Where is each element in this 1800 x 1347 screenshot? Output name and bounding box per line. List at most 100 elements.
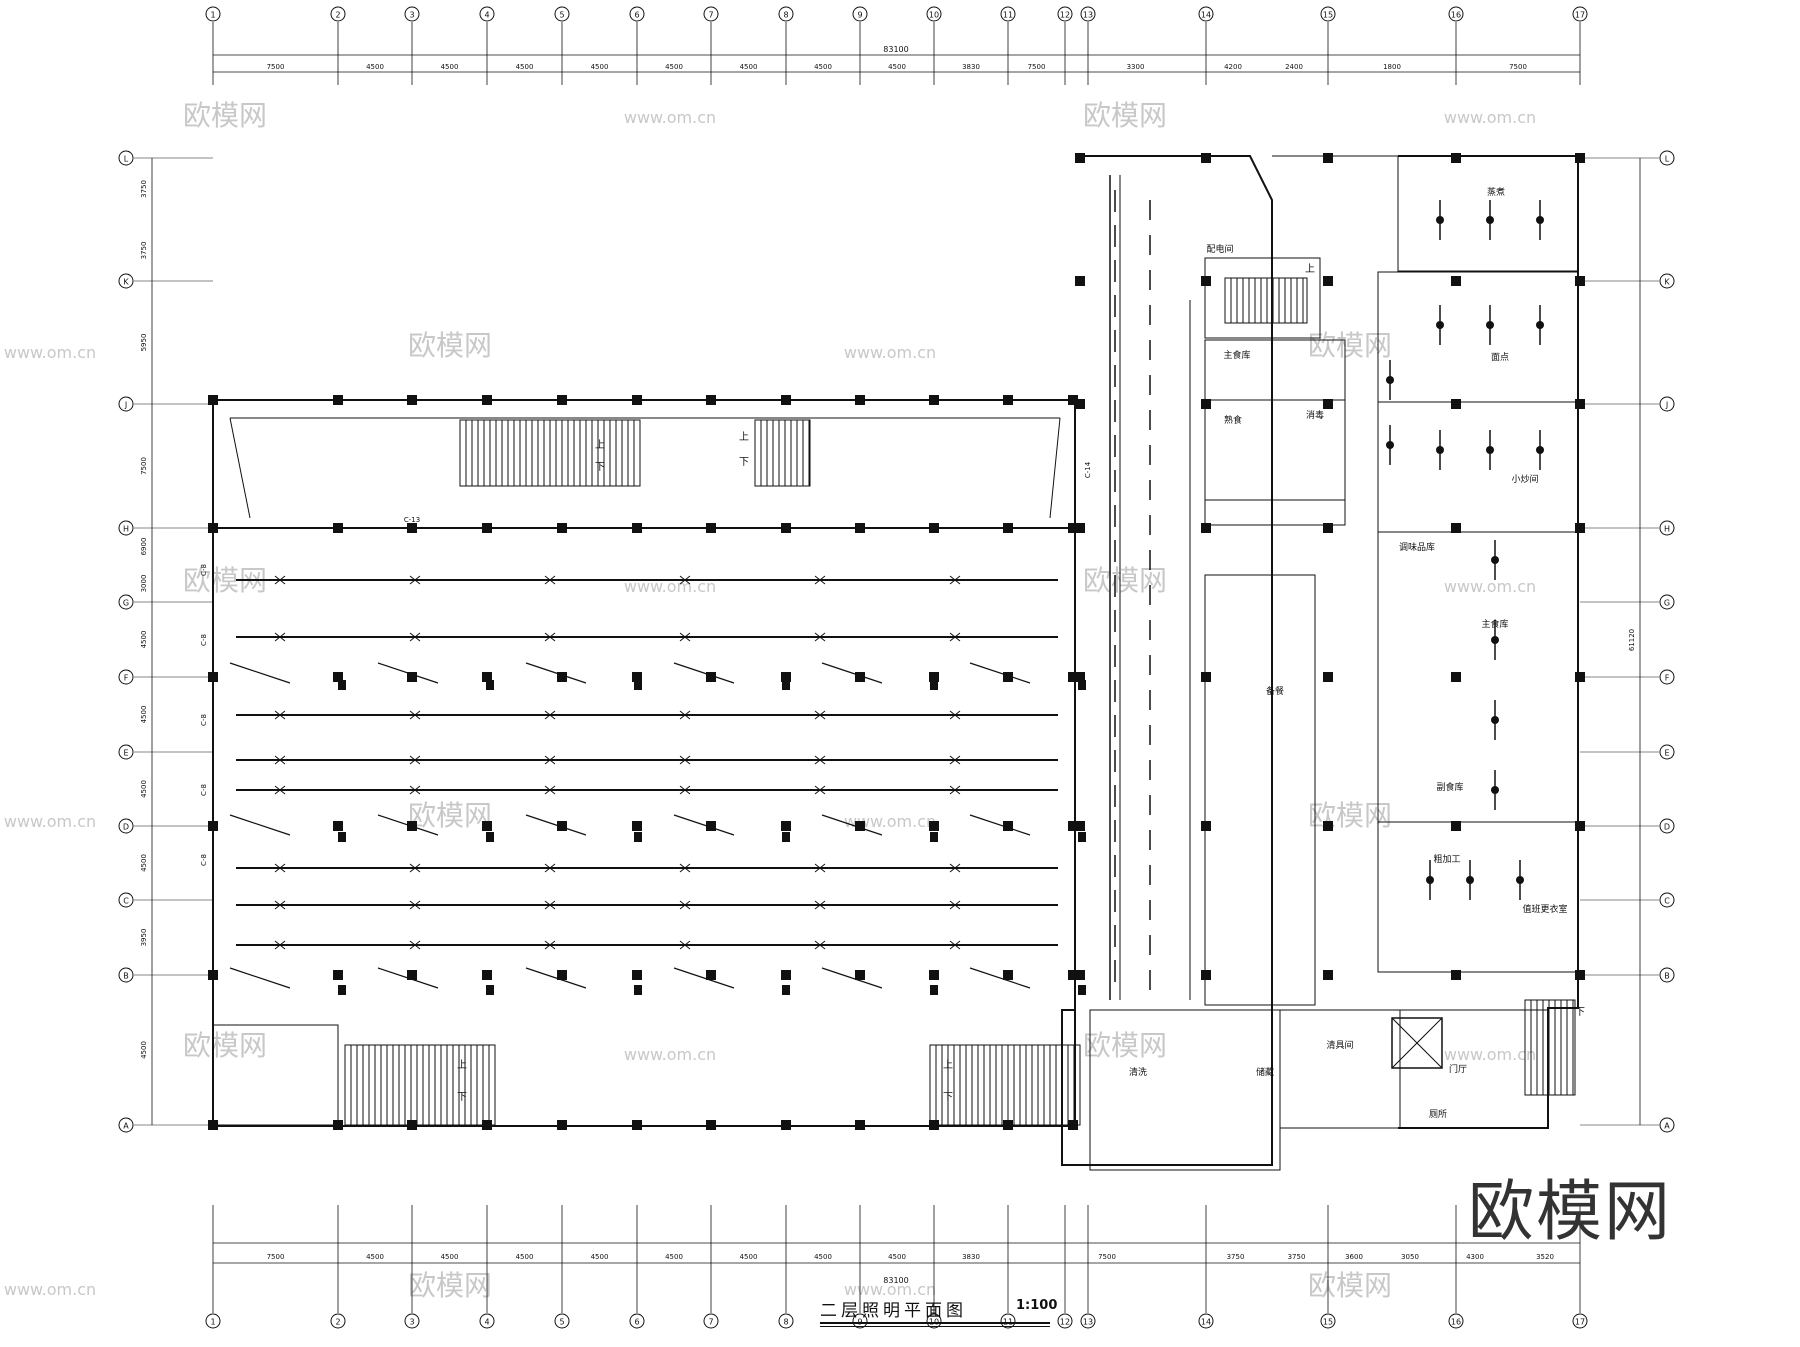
light-fixture xyxy=(949,755,961,765)
room-label-12: 值班更衣室 xyxy=(1522,903,1567,915)
column xyxy=(1575,399,1585,409)
light-fixture xyxy=(949,900,961,910)
column xyxy=(1003,970,1013,980)
dim-top-5: 4500 xyxy=(665,63,683,71)
grid-label-16: 16 xyxy=(1451,1318,1461,1327)
column xyxy=(706,821,716,831)
light-fixture xyxy=(544,710,556,720)
grid-bubble-top-17 xyxy=(1572,6,1588,22)
light-switch xyxy=(782,985,790,995)
dim-left-9: 4500 xyxy=(140,854,148,872)
grid-bubble-bottom-14 xyxy=(1198,1313,1214,1329)
grid-bubble-left-K xyxy=(118,273,134,289)
dim-top-11: 3300 xyxy=(1127,63,1145,71)
column xyxy=(482,821,492,831)
grid-bubble-bottom-3 xyxy=(404,1313,420,1329)
grid-label-5: 5 xyxy=(559,1318,564,1327)
column xyxy=(781,395,791,405)
dim-top-15: 7500 xyxy=(1509,63,1527,71)
column xyxy=(407,1120,417,1130)
grid-label-D: D xyxy=(123,823,129,832)
grid-bubble-left-F xyxy=(118,669,134,685)
watermark-url: www.om.cn xyxy=(624,108,716,127)
grid-bubble-top-9 xyxy=(852,6,868,22)
column xyxy=(407,523,417,533)
room-label-8: 备餐 xyxy=(1266,685,1284,697)
room-label-6: 小炒间 xyxy=(1511,473,1538,485)
grid-bubble-top-2 xyxy=(330,6,346,22)
dim-left-7: 4500 xyxy=(140,706,148,724)
light-lead xyxy=(821,967,883,989)
text-labels: 上下上下上下上下上下C-13C-14C-8C-8C-8C-8C-8蒸煮配电间主食… xyxy=(200,186,1585,1120)
column xyxy=(1451,821,1461,831)
dim-left-3: 7500 xyxy=(140,457,148,475)
column xyxy=(557,523,567,533)
column xyxy=(1068,970,1078,980)
stair-label: 上 xyxy=(739,431,749,443)
column xyxy=(1575,276,1585,286)
column xyxy=(706,672,716,682)
light-lead xyxy=(525,662,587,684)
grid-label-G: G xyxy=(123,599,129,608)
column xyxy=(333,1120,343,1130)
light-fixture xyxy=(949,710,961,720)
stair-label: 下 xyxy=(943,1092,953,1103)
light-fixture xyxy=(409,900,421,910)
room-label-11: 粗加工 xyxy=(1433,853,1460,865)
column xyxy=(1075,821,1085,831)
column xyxy=(1323,153,1333,163)
light-switch xyxy=(338,985,346,995)
grid-label-K: K xyxy=(1664,278,1670,287)
light-fixture xyxy=(274,900,286,910)
grid-bubble-top-3 xyxy=(404,6,420,22)
dim-top-1: 4500 xyxy=(366,63,384,71)
grid-label-G: G xyxy=(1664,599,1670,608)
watermark-url: www.om.cn xyxy=(4,812,96,831)
column xyxy=(333,970,343,980)
grid-bubble-bottom-6 xyxy=(629,1313,645,1329)
grid-label-15: 15 xyxy=(1323,1318,1333,1327)
column xyxy=(1575,821,1585,831)
column xyxy=(855,1120,865,1130)
light-fixture xyxy=(814,575,826,585)
column xyxy=(1201,399,1211,409)
room-label-9: 主食库 xyxy=(1481,618,1508,630)
column xyxy=(929,1120,939,1130)
watermark-url: www.om.cn xyxy=(4,343,96,362)
column xyxy=(557,970,567,980)
dim-total-top: 83100 xyxy=(883,45,908,54)
dim-top-9: 3830 xyxy=(962,63,980,71)
column xyxy=(1075,153,1085,163)
grid-label-5: 5 xyxy=(559,11,564,20)
dim-left-2: 5950 xyxy=(140,334,148,352)
grid-bubble-left-B xyxy=(118,967,134,983)
stair-label: 下 xyxy=(595,462,605,473)
column xyxy=(1201,153,1211,163)
light-fixture xyxy=(679,863,691,873)
grid-bubble-bottom-4 xyxy=(479,1313,495,1329)
circuit-label: C-8 xyxy=(200,854,208,866)
light-fixture xyxy=(679,900,691,910)
grid-label-A: A xyxy=(123,1122,129,1131)
grid-label-9: 9 xyxy=(857,11,862,20)
grid-bubble-left-G xyxy=(118,594,134,610)
room-label-17: 厕所 xyxy=(1429,1109,1447,1120)
column xyxy=(1323,276,1333,286)
column xyxy=(333,821,343,831)
column xyxy=(1201,276,1211,286)
watermark-brand: 欧模网 xyxy=(183,99,267,132)
light-lead xyxy=(673,662,735,684)
column xyxy=(855,395,865,405)
dim-bottom-13: 3600 xyxy=(1345,1253,1363,1261)
light-lead xyxy=(377,967,439,989)
dim-bottom-3: 4500 xyxy=(516,1253,534,1261)
light-switch xyxy=(1078,985,1086,995)
dim-bottom-2: 4500 xyxy=(441,1253,459,1261)
room-label-3: 面点 xyxy=(1491,352,1509,363)
room-label-13: 清洗 xyxy=(1129,1066,1147,1078)
grid-bubble-right-C xyxy=(1659,892,1675,908)
column xyxy=(929,395,939,405)
grid-bubble-bottom-15 xyxy=(1320,1313,1336,1329)
grid-bubble-left-L xyxy=(118,150,134,166)
light-fixture xyxy=(949,785,961,795)
